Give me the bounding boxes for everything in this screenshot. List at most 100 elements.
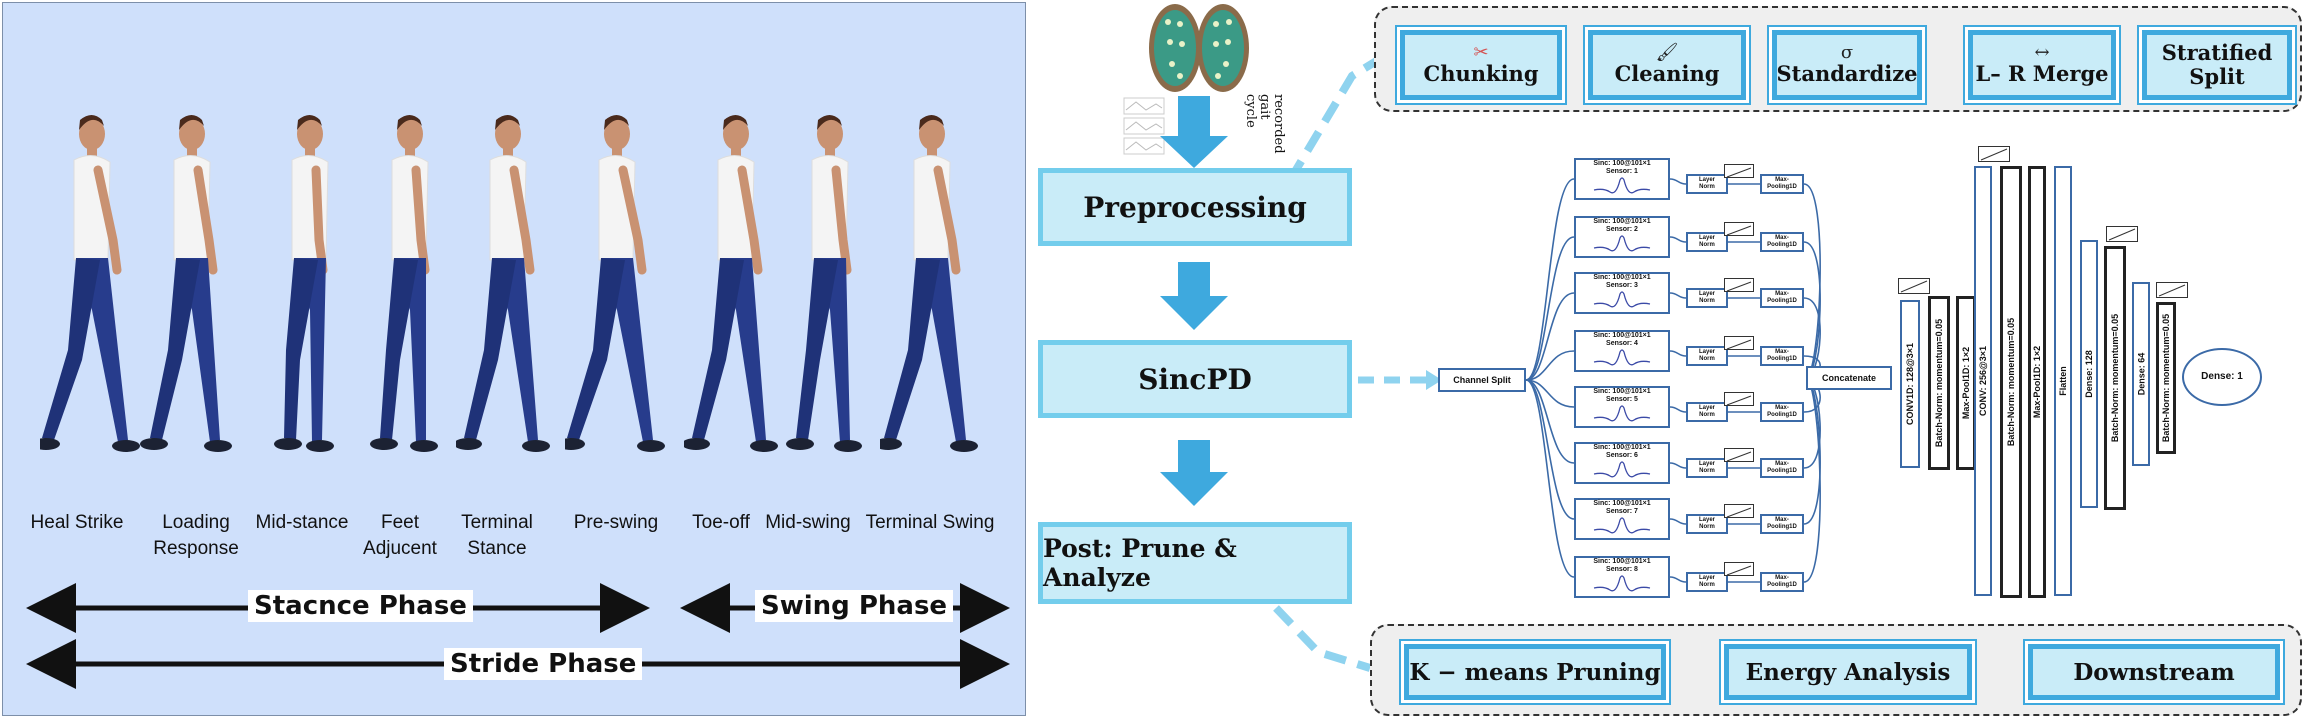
walker-figure	[786, 115, 862, 452]
network-connection	[1669, 406, 1687, 413]
layer-norm-graph-icon	[1724, 278, 1754, 292]
sincpd-box: SincPD	[1038, 340, 1352, 418]
network-connection	[1669, 236, 1687, 243]
sinc-layer-title: Sinc: 100@101×1	[1593, 332, 1651, 339]
sinc-layer-sensor: Sensor: 2	[1606, 226, 1638, 233]
network-connection	[1803, 183, 1821, 379]
max-pooling-box: Max- Pooling1D	[1760, 288, 1804, 308]
gait-phase-label: Terminal Swing	[865, 512, 995, 533]
network-layer: Dense: 64	[2132, 282, 2150, 466]
network-connection	[1525, 379, 1575, 520]
post-step-box: Energy Analysis	[1724, 644, 1972, 700]
post-prune-analyze-box: Post: Prune & Analyze	[1038, 522, 1352, 604]
layer-norm-graph-icon	[1724, 448, 1754, 462]
max-pooling-box: Max- Pooling1D	[1760, 458, 1804, 478]
gait-phase-label: Mid-swing	[765, 512, 851, 533]
sinc-layer-title: Sinc: 100@101×1	[1593, 160, 1651, 167]
network-layer: Batch-Norm: momentum=0.05	[2000, 166, 2022, 598]
sinc-layer-sensor: Sensor: 1	[1606, 168, 1638, 175]
preprocess-step-box: ↔L– R Merge	[1968, 30, 2116, 100]
sinc-wave-icon	[1593, 235, 1651, 252]
layer-norm-box: Layer Norm	[1686, 288, 1728, 308]
preprocess-step-label: L– R Merge	[1975, 61, 2109, 86]
network-connection	[1669, 350, 1687, 357]
layer-norm-graph-icon	[1724, 392, 1754, 406]
gait-phase-label: Mid-stance	[255, 512, 349, 533]
walker-figure	[40, 115, 140, 452]
sinc-layer-title: Sinc: 100@101×1	[1593, 274, 1651, 281]
layer-norm-graph-icon	[1724, 336, 1754, 350]
network-connection	[1669, 178, 1687, 185]
network-layer-label: Dense: 128	[2084, 350, 2094, 398]
preprocessing-box: Preprocessing	[1038, 168, 1352, 246]
stance-phase-label: Stacnce Phase	[248, 590, 473, 622]
activation-graph-icon	[1978, 146, 2010, 162]
sinc-wave-icon	[1593, 517, 1651, 534]
sinc-layer-sensor: Sensor: 5	[1606, 396, 1638, 403]
walker-figure	[140, 115, 232, 452]
network-connection	[1669, 576, 1687, 583]
network-layer-label: Batch-Norm: momentum=0.05	[2006, 317, 2016, 447]
network-layer: Batch-Norm: momentum=0.05	[1928, 296, 1950, 470]
sinc-layer-sensor: Sensor: 4	[1606, 340, 1638, 347]
network-connection	[1669, 292, 1687, 299]
network-layer-label: Batch-Norm: momentum=0.05	[2161, 313, 2171, 443]
network-layer-label: Batch-Norm: momentum=0.05	[2110, 313, 2120, 443]
preprocess-step-icon: 🖌	[1655, 42, 1679, 63]
layer-norm-box: Layer Norm	[1686, 402, 1728, 422]
dense-output-node: Dense: 1	[2182, 348, 2262, 406]
concatenate-box: Concatenate	[1806, 366, 1892, 390]
preprocess-step-icon: ↔	[2034, 42, 2050, 63]
network-connection	[1525, 379, 1575, 408]
sinc-layer-sensor: Sensor: 8	[1606, 566, 1638, 573]
activation-graph-icon	[2106, 226, 2138, 242]
post-step-box: Downstream	[2028, 644, 2280, 700]
layer-norm-graph-icon	[1724, 164, 1754, 178]
walker-figure	[456, 115, 550, 452]
gait-phase-label: Loading Response	[153, 512, 239, 559]
preprocess-step-icon: σ	[1840, 42, 1854, 63]
layer-norm-box: Layer Norm	[1686, 174, 1728, 194]
sinc-wave-icon	[1593, 575, 1651, 592]
network-layer-label: Max-Pool1D: 1×2	[2032, 345, 2042, 419]
network-layer: Batch-Norm: momentum=0.05	[2104, 246, 2126, 510]
sinc-layer-sensor: Sensor: 6	[1606, 452, 1638, 459]
layer-norm-box: Layer Norm	[1686, 572, 1728, 592]
network-connection	[1669, 462, 1687, 469]
network-layer-label: Max-Pool1D: 1×2	[1961, 346, 1971, 420]
sinc-layer-sensor: Sensor: 3	[1606, 282, 1638, 289]
network-connection	[1803, 377, 1821, 583]
network-layer: Max-Pool1D: 1×2	[1956, 296, 1976, 470]
sinc-wave-icon	[1593, 405, 1651, 422]
walker-figure	[880, 115, 978, 452]
network-connection	[1525, 350, 1575, 381]
network-layer-label: Flatten	[2058, 366, 2069, 396]
network-connection	[1525, 379, 1575, 578]
network-layer: Flatten	[2054, 166, 2072, 596]
preprocess-step-label: Standardize	[1776, 61, 1918, 86]
layer-norm-box: Layer Norm	[1686, 514, 1728, 534]
preprocess-step-label: Stratified Split	[2161, 40, 2273, 89]
gait-phase-label: Pre-swing	[573, 512, 659, 533]
network-layer: Dense: 128	[2080, 240, 2098, 508]
sinc-layer-title: Sinc: 100@101×1	[1593, 500, 1651, 507]
channel-split-box: Channel Split	[1438, 368, 1526, 392]
network-layer-label: Dense: 64	[2136, 352, 2146, 396]
sinc-wave-icon	[1593, 349, 1651, 366]
network-layer: Max-Pool1D: 1×2	[2028, 166, 2046, 598]
network-layer-label: CONV1D: 128@3×1	[1905, 342, 1916, 426]
network-connection	[1525, 178, 1575, 381]
layer-norm-graph-icon	[1724, 562, 1754, 576]
max-pooling-box: Max- Pooling1D	[1760, 514, 1804, 534]
max-pooling-box: Max- Pooling1D	[1760, 572, 1804, 592]
layer-norm-box: Layer Norm	[1686, 346, 1728, 366]
network-layer: CONV1D: 128@3×1	[1900, 300, 1920, 468]
preprocess-step-label: Cleaning	[1614, 61, 1720, 86]
